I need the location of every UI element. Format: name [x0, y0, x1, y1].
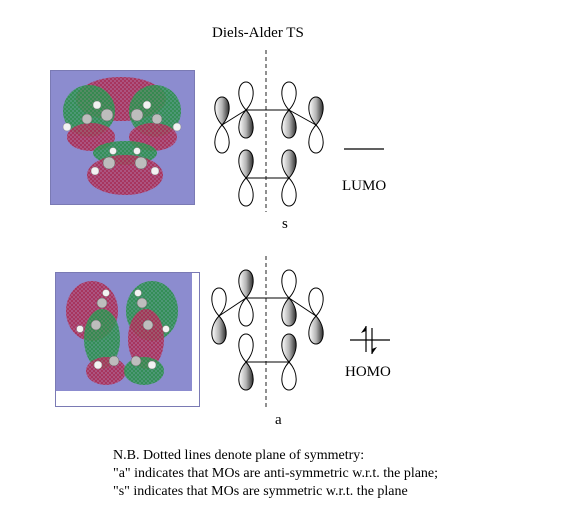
note-line-2: "a" indicates that MOs are anti-symmetri… — [113, 466, 439, 481]
homo-label: HOMO — [345, 364, 391, 380]
homo-orbital-render — [55, 272, 200, 407]
note-line-1: N.B. Dotted lines denote plane of symmet… — [113, 448, 365, 463]
lumo-symmetry-label: s — [282, 216, 288, 232]
diagram-title: Diels-Alder TS — [212, 25, 304, 41]
homo-energy-level — [350, 326, 390, 354]
note-line-3: "s" indicates that MOs are symmetric w.r… — [113, 484, 408, 499]
lumo-label: LUMO — [342, 178, 387, 194]
homo-symmetry-label: a — [275, 412, 282, 428]
lumo-orbital-render — [50, 70, 195, 205]
